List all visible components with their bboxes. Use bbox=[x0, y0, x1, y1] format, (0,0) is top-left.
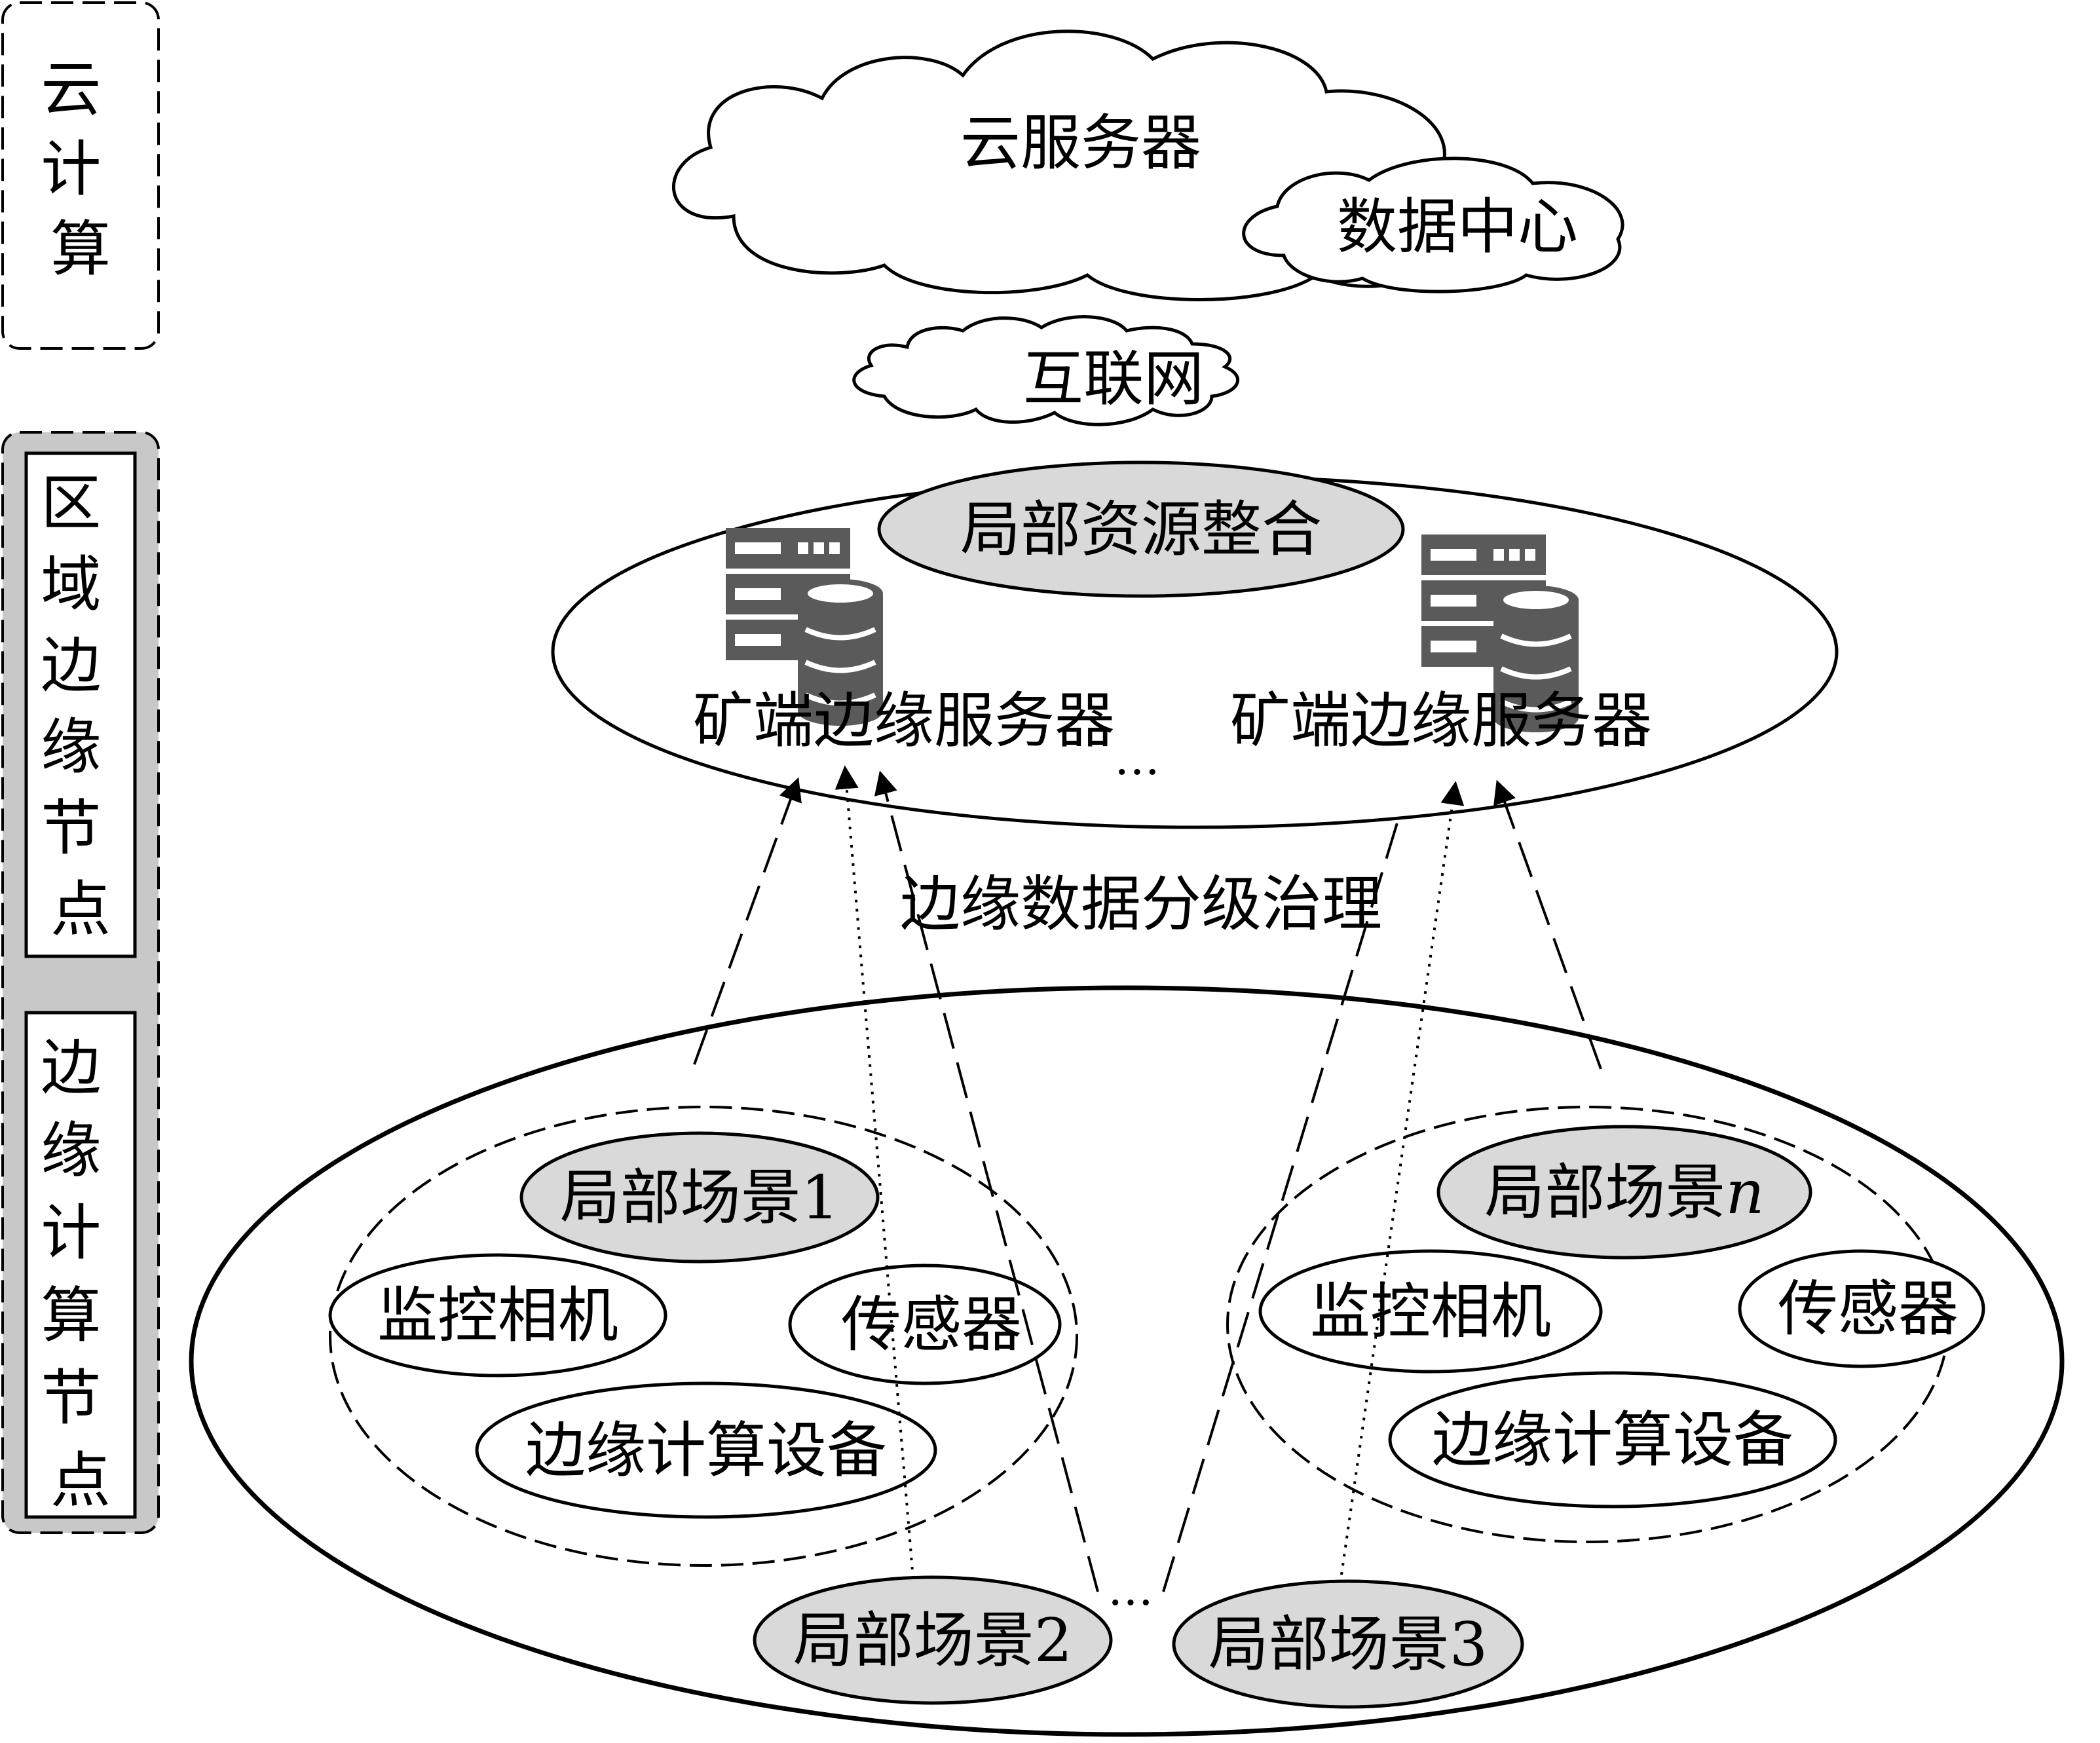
data-center-label: 数据中心 bbox=[1337, 192, 1578, 262]
data-center-cloud: 数据中心 bbox=[1242, 157, 1624, 293]
scene-n-label: 局部场景n bbox=[1484, 1157, 1764, 1228]
scene-n-sensor-ellipse bbox=[1738, 1249, 1985, 1368]
scene-1-device-ellipse bbox=[475, 1381, 937, 1519]
tier-panel-edge: 区 域 边 缘 节 点 边 缘 计 算 节 点 bbox=[1, 431, 160, 1534]
edge-compute-box bbox=[24, 1011, 137, 1519]
mine-edge-server-label-1: 矿端边缘服务器 bbox=[693, 686, 1115, 756]
scene-n-camera-label: 监控相机 bbox=[1310, 1277, 1551, 1347]
scene-3-label: 局部场景3 bbox=[1209, 1609, 1488, 1679]
tier-label-cloud: 云 计 算 bbox=[41, 54, 120, 284]
governance-label: 边缘数据分级治理 bbox=[900, 869, 1382, 939]
mine-edge-server-label-2: 矿端边缘服务器 bbox=[1230, 686, 1652, 756]
scene-1-camera-ellipse bbox=[328, 1253, 667, 1378]
scene-1-ellipse bbox=[519, 1131, 880, 1264]
scene-3-ellipse bbox=[1172, 1579, 1524, 1709]
scene-1-sensor-label: 传感器 bbox=[841, 1290, 1022, 1360]
scene-n-device-label: 边缘计算设备 bbox=[1432, 1405, 1793, 1475]
regional-edge-box bbox=[24, 451, 137, 958]
internet-label: 互联网 bbox=[1023, 344, 1204, 414]
tier-label-regional-edge: 区 域 边 缘 节 点 bbox=[41, 468, 120, 945]
scene-n-sensor-label: 传感器 bbox=[1778, 1274, 1959, 1344]
scene-1-label: 局部场景1 bbox=[560, 1163, 840, 1233]
connector-lines bbox=[693, 765, 1602, 1592]
scene-n-ellipse bbox=[1436, 1125, 1812, 1260]
regional-ellipsis: … bbox=[1114, 732, 1160, 785]
resource-integration-ellipse bbox=[877, 460, 1405, 598]
scene-2-ellipse bbox=[753, 1575, 1113, 1705]
scene-1-device-label: 边缘计算设备 bbox=[525, 1415, 887, 1486]
connector-scene2-to-server2 bbox=[1162, 812, 1402, 1592]
resource-integration-label: 局部资源整合 bbox=[960, 495, 1322, 565]
governance-label-bg bbox=[845, 858, 1429, 937]
regional-edge-ellipse: 局部资源整合 矿端边缘服务器 矿端边缘服务器 … bbox=[551, 460, 1839, 829]
internet-cloud: 互联网 bbox=[852, 315, 1240, 426]
scene-1-group: 局部场景1 监控相机 传感器 边缘计算设备 bbox=[328, 1106, 1078, 1567]
cloud-server-label: 云服务器 bbox=[960, 108, 1201, 178]
scene-n-group: 局部场景n 监控相机 传感器 边缘计算设备 bbox=[1226, 1106, 1985, 1543]
scene-1-camera-label: 监控相机 bbox=[377, 1281, 618, 1351]
tier-label-edge-compute: 边 缘 计 算 节 点 bbox=[41, 1033, 120, 1516]
tier-panel-cloud: 云 计 算 bbox=[1, 1, 160, 350]
scene-n-camera-ellipse bbox=[1258, 1249, 1603, 1374]
scene-2-label: 局部场景2 bbox=[793, 1605, 1073, 1676]
connector-scene3-to-server1 bbox=[874, 770, 1099, 1592]
scene-n-device-ellipse bbox=[1388, 1371, 1837, 1509]
scene-1-sensor-ellipse bbox=[788, 1264, 1062, 1385]
scenes-ellipsis: … bbox=[1108, 1562, 1153, 1616]
